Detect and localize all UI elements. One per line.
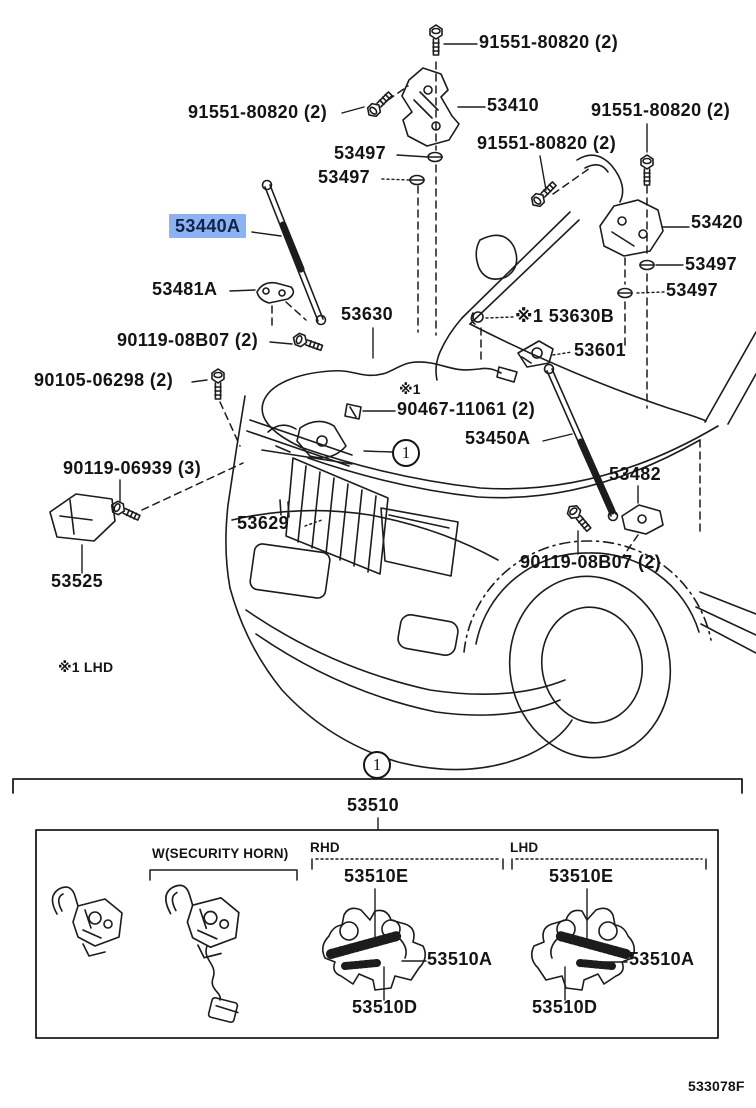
section-label-security-horn: W(SECURITY HORN): [152, 846, 289, 861]
callout-1-bottom: 1: [363, 751, 391, 779]
part-label-90105-06298[interactable]: 90105-06298 (2): [34, 370, 174, 390]
part-label-53510D-lhd[interactable]: 53510D: [532, 997, 598, 1017]
part-label-91551-80820-right[interactable]: 91551-80820 (2): [591, 100, 731, 120]
part-label-53510D-rhd[interactable]: 53510D: [352, 997, 418, 1017]
part-label-53629[interactable]: 53629: [237, 513, 290, 533]
part-label-53525[interactable]: 53525: [51, 571, 104, 591]
cable-clip-53630B: [470, 311, 484, 325]
part-label-91551-80820-top[interactable]: 91551-80820 (2): [479, 32, 619, 52]
rod-bracket-53481A: [256, 281, 295, 304]
latch-lhd: [532, 908, 635, 990]
part-label-90119-08B07-left[interactable]: 90119-08B07 (2): [117, 330, 259, 350]
headlamp: [380, 507, 459, 577]
part-label-53420[interactable]: 53420: [691, 212, 744, 232]
release-cable-53630: [261, 361, 518, 450]
assembly-dashed-lines: [141, 61, 701, 559]
detail-section: [12, 778, 743, 1039]
hood-support-rod-53450A: [543, 363, 619, 522]
part-label-91551-80820-mid[interactable]: 91551-80820 (2): [477, 133, 617, 153]
part-label-53497-2[interactable]: 53497: [318, 167, 371, 187]
part-label-53601[interactable]: 53601: [574, 340, 627, 360]
part-label-53510[interactable]: 53510: [347, 795, 400, 815]
part-label-90467-11061[interactable]: 90467-11061 (2): [397, 399, 536, 419]
part-label-53410[interactable]: 53410: [487, 95, 540, 115]
note-ref-1: ※1: [399, 381, 421, 397]
part-label-53510A-rhd[interactable]: 53510A: [427, 949, 493, 969]
part-label-53482[interactable]: 53482: [609, 464, 662, 484]
part-label-53497-4[interactable]: 53497: [666, 280, 719, 300]
bolt-icon: [290, 331, 325, 355]
part-label-53510E-rhd[interactable]: 53510E: [344, 866, 409, 886]
bolt-icon: [528, 178, 560, 210]
part-label-53630[interactable]: 53630: [341, 304, 394, 324]
lock-variant-plain: [51, 886, 123, 957]
bolt-icon: [364, 88, 396, 120]
diagram-code: 533078F: [688, 1078, 745, 1094]
section-label-lhd: LHD: [510, 840, 539, 855]
part-label-53481A[interactable]: 53481A: [152, 279, 218, 299]
part-label-53450A[interactable]: 53450A: [465, 428, 531, 448]
note-lhd: ※1 LHD: [58, 659, 114, 675]
bolt-icon: [429, 24, 443, 56]
part-label-53497-3[interactable]: 53497: [685, 254, 738, 274]
part-label-53510A-lhd[interactable]: 53510A: [629, 949, 695, 969]
lock-striker-53601: [517, 340, 554, 368]
section-label-rhd: RHD: [310, 840, 340, 855]
bolt-icon: [564, 501, 595, 535]
part-label-90119-06939[interactable]: 90119-06939 (3): [63, 458, 202, 478]
seal-bracket-53525: [49, 493, 116, 542]
callout-1-main: 1: [392, 439, 420, 467]
part-label-53630B[interactable]: ※1 53630B: [515, 306, 615, 326]
hinge-bracket-53410: [401, 67, 460, 147]
detail-brackets: [149, 858, 707, 881]
latch-rhd: [323, 908, 426, 990]
rod-bracket-53482: [621, 504, 664, 535]
part-label-53440A-selected[interactable]: 53440A: [169, 214, 247, 238]
part-label-91551-80820-left[interactable]: 91551-80820 (2): [188, 102, 328, 122]
part-label-53497-1[interactable]: 53497: [334, 143, 387, 163]
screw-icon: [211, 368, 225, 400]
hood-lock-assembly: [261, 420, 353, 465]
part-label-90119-08B07-right[interactable]: 90119-08B07 (2): [520, 552, 662, 572]
cable-clamp-90467: [344, 403, 362, 420]
bolt-icon: [640, 154, 654, 186]
hinge-bracket-53420: [576, 154, 664, 257]
leader-lines: [81, 43, 690, 1001]
front-wheel: [463, 540, 712, 759]
part-label-53510E-lhd[interactable]: 53510E: [549, 866, 614, 886]
grille-clip-53629: [279, 499, 290, 518]
lock-variant-security-horn: [164, 884, 240, 1024]
hood-support-rod-53440A: [261, 179, 327, 326]
